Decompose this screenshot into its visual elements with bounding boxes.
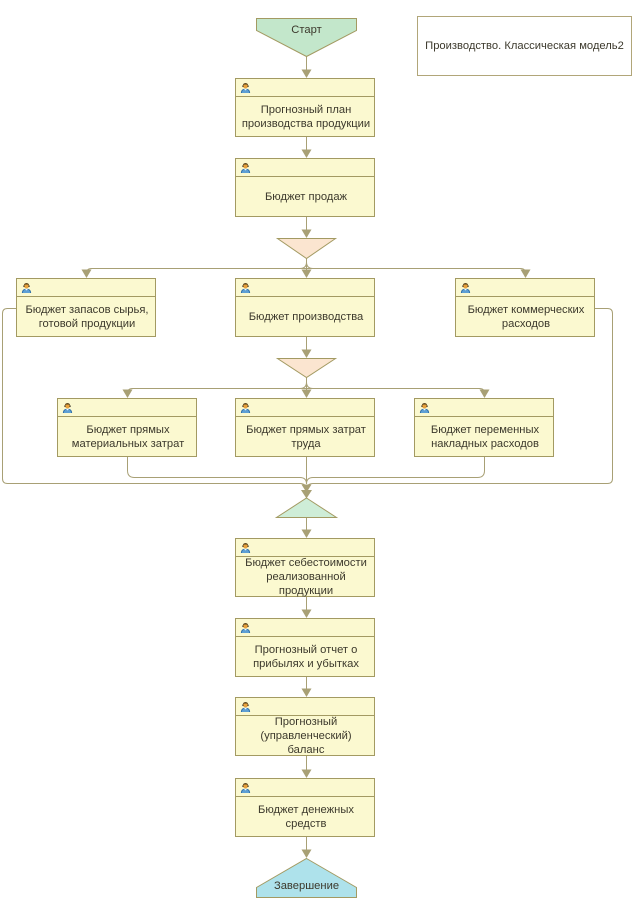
- task-node-header: [58, 399, 196, 417]
- end-label: Завершение: [273, 879, 340, 892]
- task-node-direct-labor-budget[interactable]: Бюджет прямых затрат труда: [235, 398, 375, 457]
- task-node-label: Прогнозный план производства продукции: [241, 103, 371, 130]
- task-node-label: Бюджет продаж: [264, 190, 348, 203]
- person-icon: [460, 282, 471, 294]
- task-node-forecast-production-plan[interactable]: Прогнозный план производства продукции: [235, 78, 375, 137]
- task-node-header: [456, 279, 594, 297]
- person-icon: [240, 782, 251, 794]
- person-icon: [240, 82, 251, 94]
- task-node-header: [236, 619, 374, 637]
- person-icon: [419, 402, 430, 414]
- task-node-label: Бюджет производства: [248, 310, 364, 323]
- task-node-label: Бюджет коммерческих расходов: [467, 303, 585, 330]
- task-node-header: [236, 698, 374, 716]
- task-node-label: Прогнозный (управленческий) баланс: [260, 715, 352, 756]
- task-node-header: [236, 539, 374, 557]
- task-node-label: Прогнозный отчет о прибылях и убытках: [253, 643, 359, 670]
- task-node-label: Бюджет переменных накладных расходов: [430, 423, 540, 450]
- task-node-variable-overhead-budget[interactable]: Бюджет переменных накладных расходов: [414, 398, 554, 457]
- person-icon: [62, 402, 73, 414]
- task-node-label: Бюджет денежных средств: [258, 803, 354, 830]
- person-icon: [240, 282, 251, 294]
- task-node-header: [415, 399, 553, 417]
- task-node-header: [17, 279, 155, 297]
- start-shape[interactable]: [256, 18, 357, 58]
- task-node-sales-budget[interactable]: Бюджет продаж: [235, 158, 375, 217]
- task-node-header: [236, 159, 374, 177]
- split-connector-1[interactable]: [275, 238, 338, 260]
- task-node-cash-budget[interactable]: Бюджет денежных средств: [235, 778, 375, 837]
- connector-arrowheads: [81, 69, 531, 858]
- person-icon: [240, 402, 251, 414]
- person-icon: [240, 162, 251, 174]
- start-label: Старт: [291, 24, 322, 36]
- task-node-direct-materials-budget[interactable]: Бюджет прямых материальных затрат: [57, 398, 197, 457]
- task-node-header: [236, 399, 374, 417]
- task-node-production-budget[interactable]: Бюджет производства: [235, 278, 375, 337]
- person-icon: [240, 542, 251, 554]
- person-icon: [240, 701, 251, 713]
- task-node-header: [236, 79, 374, 97]
- task-node-label: Бюджет прямых материальных затрат: [71, 423, 185, 450]
- person-icon: [21, 282, 32, 294]
- scheme-title-text: Производство. Классическая модель2: [425, 40, 624, 52]
- person-icon: [240, 622, 251, 634]
- task-node-header: [236, 279, 374, 297]
- task-node-commercial-expenses-budget[interactable]: Бюджет коммерческих расходов: [455, 278, 595, 337]
- split-connector-2[interactable]: [275, 358, 338, 379]
- scheme-title-box[interactable]: Производство. Классическая модель2: [417, 16, 632, 76]
- task-node-header: [236, 779, 374, 797]
- end-shape[interactable]: [256, 857, 357, 898]
- task-node-cogs-budget[interactable]: Бюджет себестоимости реализованной проду…: [235, 538, 375, 597]
- merge-connector[interactable]: [274, 497, 339, 518]
- task-node-label: Бюджет себестоимости реализованной проду…: [245, 556, 367, 597]
- task-node-forecast-balance[interactable]: Прогнозный (управленческий) баланс: [235, 697, 375, 756]
- task-node-label: Бюджет запасов сырья, готовой продукции: [25, 303, 149, 330]
- task-node-forecast-pnl-report[interactable]: Прогнозный отчет о прибылях и убытках: [235, 618, 375, 677]
- task-node-inventory-budget[interactable]: Бюджет запасов сырья, готовой продукции: [16, 278, 156, 337]
- task-node-label: Бюджет прямых затрат труда: [246, 423, 366, 450]
